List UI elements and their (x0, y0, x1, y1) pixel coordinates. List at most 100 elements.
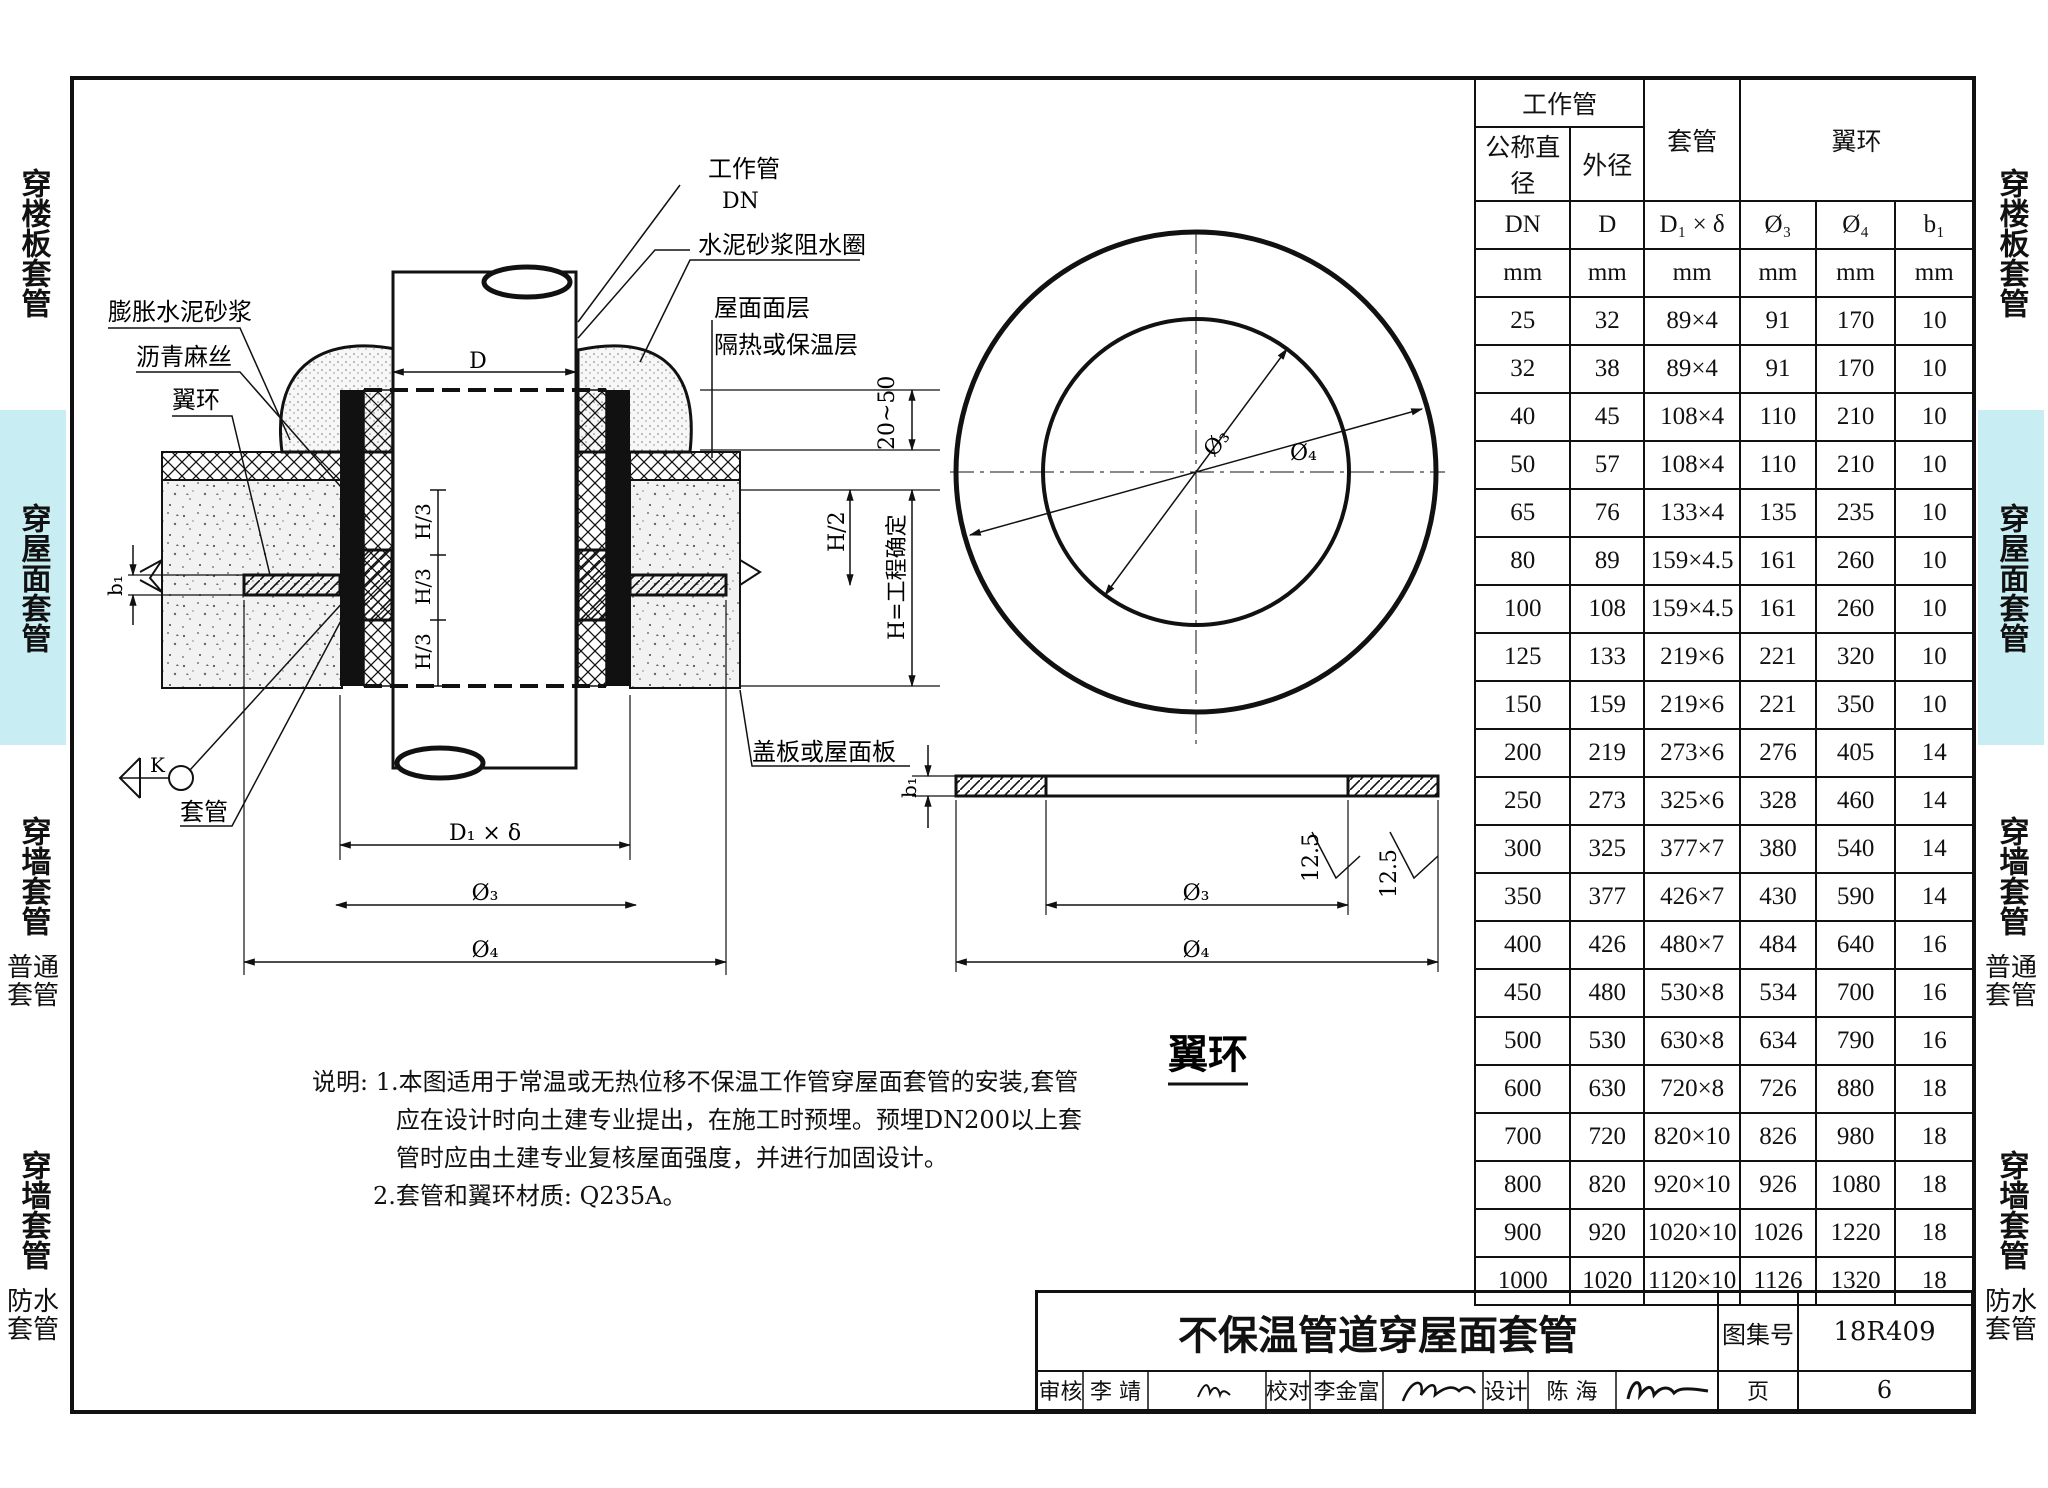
side-tab-left-0[interactable]: 穿楼板套管 (0, 76, 66, 410)
table-cell: 18 (1894, 1064, 1974, 1114)
ring-phi4: Ø₄ (1290, 441, 1317, 466)
table-cell: 89×4 (1643, 296, 1742, 346)
table-cell: 161 (1739, 584, 1817, 634)
page-number: 6 (1876, 1376, 1893, 1404)
table-cell: 108×4 (1643, 440, 1742, 490)
table-cell: 790 (1814, 1016, 1897, 1066)
table-cell: 108×4 (1643, 392, 1742, 442)
dim-h-engineering: H=工程确定 (885, 514, 910, 640)
table-cell: 1020 (1569, 1256, 1646, 1306)
table-cell: 65 (1473, 488, 1572, 538)
label-roof-surface: 屋面面层 (714, 294, 810, 322)
table-cell: 125 (1473, 632, 1572, 682)
table-cell: 159 (1569, 680, 1646, 730)
table-cell: mm (1569, 248, 1646, 298)
table-cell: 1220 (1814, 1208, 1897, 1258)
table-cell: 640 (1814, 920, 1897, 970)
table-cell: 826 (1739, 1112, 1817, 1162)
table-cell: 720×8 (1643, 1064, 1742, 1114)
roughness-b: 12.5 (1377, 849, 1402, 898)
table-cell: mm (1473, 248, 1572, 298)
table-cell: 530 (1569, 1016, 1646, 1066)
table-cell: 273 (1569, 776, 1646, 826)
table-cell: 32 (1569, 296, 1646, 346)
dim-h3-mid: H/3 (411, 568, 435, 605)
table-cell: 10 (1894, 584, 1974, 634)
header-wing-ring: 翼环 (1739, 78, 1974, 202)
table-cell: 14 (1894, 728, 1974, 778)
table-cell: 426×7 (1643, 872, 1742, 922)
side-tab-sublabel: 防水套管 (6, 1287, 59, 1345)
table-cell: 920×10 (1643, 1160, 1742, 1210)
dim-20-50: 20~50 (875, 376, 900, 450)
table-cell: 45 (1569, 392, 1646, 442)
label-work-pipe: 工作管 (708, 155, 780, 183)
ring-bottom-phi4: Ø₄ (1183, 938, 1210, 963)
table-cell: 10 (1894, 680, 1974, 730)
table-cell: 276 (1739, 728, 1817, 778)
table-cell: 1020×10 (1643, 1208, 1742, 1258)
table-cell: 50 (1473, 440, 1572, 490)
table-cell: 540 (1814, 824, 1897, 874)
table-cell: 219 (1569, 728, 1646, 778)
page-label: 页 (1746, 1380, 1769, 1405)
designer-name: 陈 海 (1546, 1380, 1598, 1405)
table-cell: 133×4 (1643, 488, 1742, 538)
table-cell: 426 (1569, 920, 1646, 970)
dim-d: D (469, 349, 487, 374)
table-cell: D (1569, 200, 1646, 250)
table-cell: 325 (1569, 824, 1646, 874)
table-cell: 57 (1569, 440, 1646, 490)
side-tab-label: 穿楼板套管 (1993, 168, 2029, 318)
table-cell: 260 (1814, 584, 1897, 634)
side-tab-left-1[interactable]: 穿屋面套管 (0, 410, 66, 745)
table-cell: 10 (1894, 536, 1974, 586)
table-cell: DN (1473, 200, 1572, 250)
table-cell: 820×10 (1643, 1112, 1742, 1162)
side-tab-sublabel: 防水套管 (1984, 1287, 2037, 1345)
table-cell: 480×7 (1643, 920, 1742, 970)
side-tab-right-1[interactable]: 穿屋面套管 (1978, 410, 2044, 745)
table-cell: 800 (1473, 1160, 1572, 1210)
dim-b1: b₁ (103, 575, 127, 596)
table-cell: 530×8 (1643, 968, 1742, 1018)
side-tab-right-2[interactable]: 穿墙套管普通套管 (1978, 745, 2044, 1080)
roughness-a: 12.5 (1299, 833, 1324, 882)
table-cell: 920 (1569, 1208, 1646, 1258)
side-tab-label: 穿屋面套管 (15, 502, 51, 653)
table-cell: 726 (1739, 1064, 1817, 1114)
table-cell: 159×4.5 (1643, 584, 1742, 634)
side-tab-sublabel: 普通套管 (1984, 952, 2037, 1011)
side-tab-label: 穿墙套管 (15, 815, 51, 936)
header-nominal: 公称直径 (1473, 126, 1572, 202)
header-sleeve: 套管 (1643, 78, 1742, 202)
side-tab-left-3[interactable]: 穿墙套管防水套管 (0, 1080, 66, 1414)
table-cell: 16 (1894, 920, 1974, 970)
side-tab-label: 穿墙套管 (1993, 1150, 2029, 1270)
table-cell: 820 (1569, 1160, 1646, 1210)
side-tab-right-3[interactable]: 穿墙套管防水套管 (1978, 1080, 2044, 1414)
table-cell: 350 (1473, 872, 1572, 922)
side-tab-right-0[interactable]: 穿楼板套管 (1978, 76, 2044, 410)
table-cell: 161 (1739, 536, 1817, 586)
side-tab-left-2[interactable]: 穿墙套管普通套管 (0, 745, 66, 1080)
dim-phi3-section: Ø₃ (472, 881, 499, 906)
dim-d1-delta: D₁ × δ (449, 821, 521, 846)
design-notes: 说明: 1.本图适用于常温或无热位移不保温工作管穿屋面套管的安装,套管 应在设计… (312, 1068, 1082, 1210)
table-cell: b₁ (1894, 200, 1974, 250)
header-outer: 外径 (1569, 126, 1646, 202)
